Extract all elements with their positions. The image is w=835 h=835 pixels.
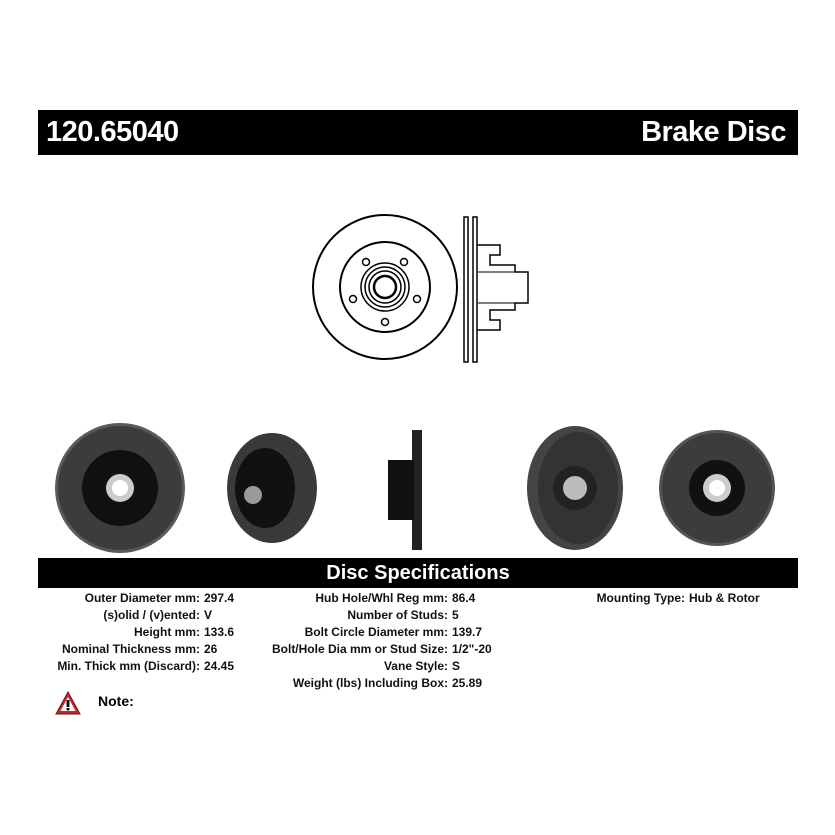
spec-label: Min. Thick mm (Discard):: [57, 659, 200, 673]
spec-value: V: [204, 608, 213, 622]
photo-back: [659, 430, 775, 546]
spec-value: 24.45: [204, 659, 235, 673]
spec-label: Nominal Thickness mm:: [61, 642, 200, 656]
spec-value: S: [452, 659, 461, 673]
spec-value: 139.7: [452, 625, 483, 639]
spec-value: 5: [452, 608, 459, 622]
spec-label: Weight (lbs) Including Box:: [292, 676, 448, 690]
photo-front: [55, 423, 185, 553]
spec-label: Outer Diameter mm:: [84, 591, 200, 605]
photo-back-angle: [527, 426, 623, 550]
spec-label: Vane Style:: [383, 659, 448, 673]
spec-value: Hub & Rotor: [689, 591, 760, 605]
photo-angle: [227, 433, 317, 543]
spec-value: 25.89: [452, 676, 483, 690]
spec-label: Bolt/Hole Dia mm or Stud Size:: [271, 642, 448, 656]
spec-label: Number of Studs:: [347, 608, 448, 622]
spec-label: (s)olid / (v)ented:: [103, 608, 200, 622]
photo-side: [388, 430, 422, 550]
spec-label: Mounting Type:: [596, 591, 685, 605]
spec-value: 86.4: [452, 591, 476, 605]
spec-value: 1/2"-20: [452, 642, 492, 656]
spec-title-bar: Disc Specifications: [38, 558, 798, 588]
warning-triangle-icon: [55, 690, 81, 715]
spec-value: 26: [204, 642, 218, 656]
spec-value: 133.6: [204, 625, 235, 639]
note-label: Note:: [98, 693, 134, 709]
disc-line-drawing: [312, 214, 529, 363]
product-type: Brake Disc: [641, 116, 786, 148]
spec-label: Height mm:: [134, 625, 200, 639]
part-number: 120.65040: [46, 116, 179, 148]
disc-photos: [55, 423, 775, 553]
header-bar: 120.65040 Brake Disc: [38, 110, 798, 155]
spec-label: Bolt Circle Diameter mm:: [304, 625, 448, 639]
spec-value: 297.4: [204, 591, 235, 605]
spec-label: Hub Hole/Whl Reg mm:: [315, 591, 448, 605]
